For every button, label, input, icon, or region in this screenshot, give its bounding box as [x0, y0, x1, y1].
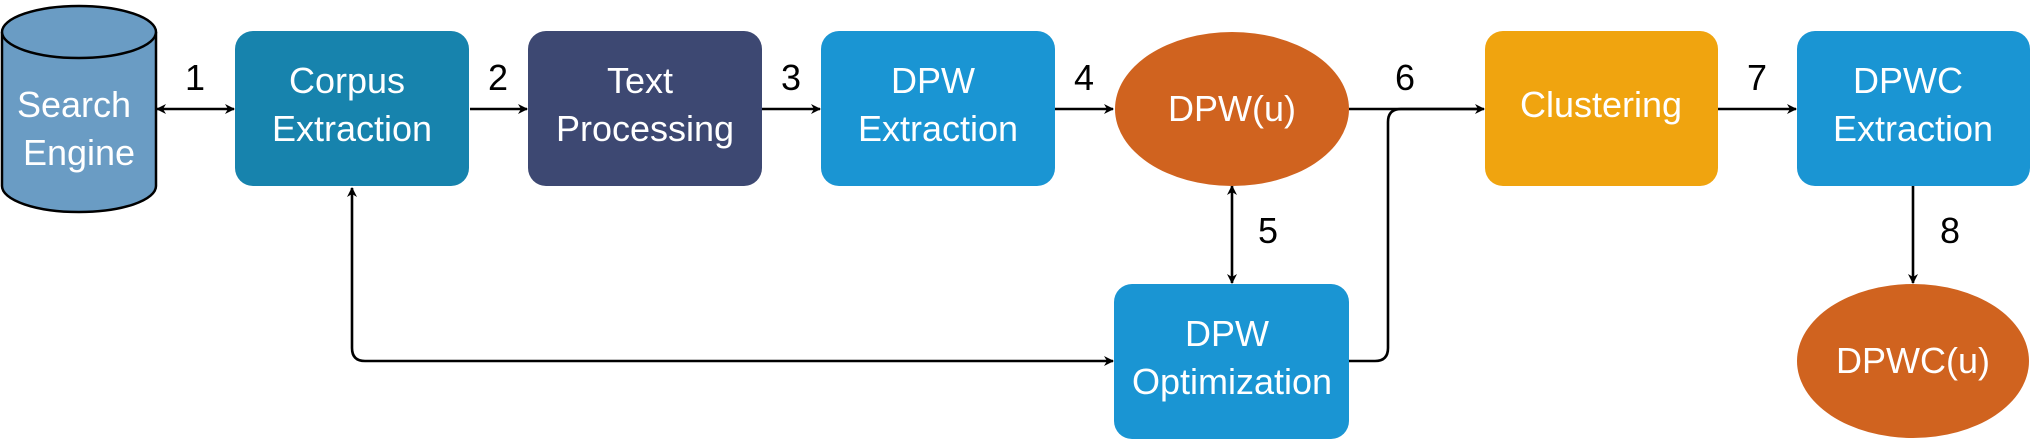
step-label-3: 3 — [781, 57, 801, 98]
edge-optimization-to-clustering — [1349, 107, 1480, 363]
svg-text:Text Processing: Text Processing — [556, 60, 734, 149]
dpw-extraction-line1: DPW — [891, 60, 975, 101]
clustering-box — [1485, 31, 1718, 186]
clustering-node: Clustering — [1485, 31, 1718, 186]
dpw-u-node: DPW(u) — [1115, 32, 1349, 186]
text-processing-line1: Text — [607, 60, 673, 101]
svg-text:DPW Optimization: DPW Optimization — [1132, 313, 1332, 402]
dpwc-extraction-line2: Extraction — [1833, 108, 1993, 149]
dpwc-extraction-line1: DPWC — [1853, 60, 1963, 101]
svg-text:Search Engine: Search Engine — [17, 84, 141, 173]
svg-text:DPW Extraction: DPW Extraction — [858, 60, 1018, 149]
step-label-8: 8 — [1940, 210, 1960, 251]
svg-text:Corpus Extraction: Corpus Extraction — [272, 60, 432, 149]
step-label-2: 2 — [488, 57, 508, 98]
step-label-6: 6 — [1395, 57, 1415, 98]
edges — [156, 104, 1918, 366]
dpw-optimization-line2: Optimization — [1132, 361, 1332, 402]
corpus-extraction-line2: Extraction — [272, 108, 432, 149]
dpwc-extraction-box — [1797, 31, 2030, 186]
dpwc-u-ellipse — [1797, 284, 2029, 438]
text-processing-box — [528, 31, 762, 186]
dpwc-u-node: DPWC(u) — [1797, 284, 2029, 438]
clustering-label: Clustering — [1520, 84, 1682, 125]
step-label-1: 1 — [185, 57, 205, 98]
svg-text:DPWC Extraction: DPWC Extraction — [1833, 60, 1993, 149]
corpus-extraction-box — [235, 31, 469, 186]
dpwc-u-label: DPWC(u) — [1836, 340, 1990, 381]
search-engine-node: Search Engine — [0, 4, 158, 214]
corpus-extraction-line1: Corpus — [289, 60, 405, 101]
step-label-7: 7 — [1747, 57, 1767, 98]
dpw-optimization-node: DPW Optimization — [1114, 284, 1349, 439]
dpw-extraction-node: DPW Extraction — [821, 31, 1055, 186]
text-processing-line2: Processing — [556, 108, 734, 149]
dpw-extraction-line2: Extraction — [858, 108, 1018, 149]
dpw-optimization-box — [1114, 284, 1349, 439]
step-labels: 1 2 3 4 5 6 7 8 — [185, 57, 1960, 251]
search-engine-line1: Search — [17, 84, 131, 125]
step-label-5: 5 — [1258, 210, 1278, 251]
dpw-optimization-line1: DPW — [1185, 313, 1269, 354]
database-top — [0, 4, 158, 60]
step-label-4: 4 — [1074, 57, 1094, 98]
corpus-extraction-node: Corpus Extraction — [235, 31, 469, 186]
edge-optimization-to-corpus — [347, 187, 1114, 366]
dpwc-extraction-node: DPWC Extraction — [1797, 31, 2030, 186]
dpw-u-label: DPW(u) — [1168, 88, 1296, 129]
search-engine-line2: Engine — [23, 132, 135, 173]
database-icon — [0, 32, 158, 214]
dpw-extraction-box — [821, 31, 1055, 186]
text-processing-node: Text Processing — [528, 31, 762, 186]
dpw-u-ellipse — [1115, 32, 1349, 186]
